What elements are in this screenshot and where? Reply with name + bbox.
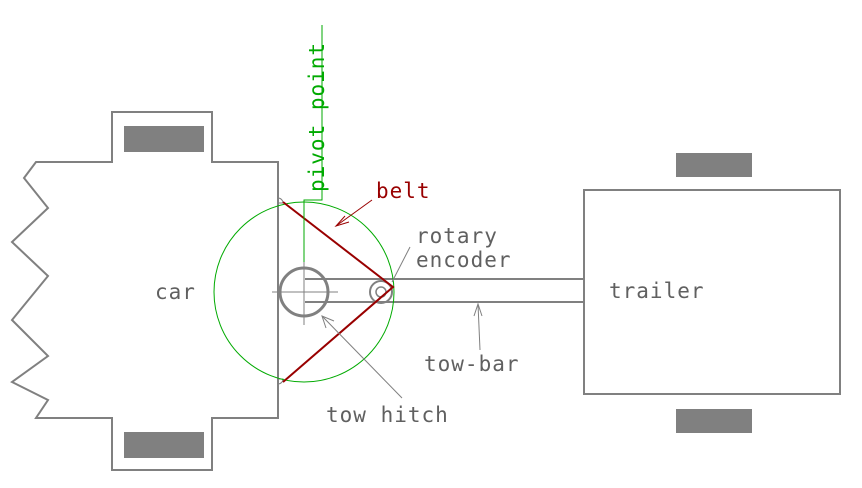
trailer-wheel-top: [676, 153, 752, 177]
tow-bar-label: tow-bar: [424, 352, 520, 376]
car-label: car: [155, 280, 196, 304]
belt-label: belt: [376, 179, 431, 203]
tow-bar-leader-line: [477, 303, 481, 351]
tow-hitch-ball: [278, 266, 330, 318]
belt-anchor-bottom: [277, 378, 284, 385]
pivot-point-label: pivot point: [305, 42, 329, 192]
rotary-encoder-label-line1: rotary: [416, 224, 498, 248]
trailer: [583, 153, 841, 433]
belt-leader-line: [335, 199, 373, 227]
trailer-wheel-bottom: [676, 409, 752, 433]
belt-arrow: [334, 215, 350, 228]
tow-hitch-arrow: [321, 315, 335, 329]
car-body-outline: [10, 111, 279, 471]
tow-bar-arrow: [473, 302, 483, 317]
tow-bar: [305, 278, 584, 303]
tow-hitch-leader-line: [321, 315, 403, 399]
pivot-leader-line: [303, 25, 323, 262]
trailer-label: trailer: [609, 279, 705, 303]
car: [10, 111, 284, 471]
belt: [282, 201, 395, 383]
trailer-body: [583, 189, 841, 395]
car-wheel-top: [124, 126, 204, 152]
tow-hitch-label: tow hitch: [326, 403, 449, 427]
encoder-leader-line: [391, 246, 411, 283]
rotary-encoder-label-line2: encoder: [416, 248, 512, 272]
car-wheel-bottom: [124, 432, 204, 458]
